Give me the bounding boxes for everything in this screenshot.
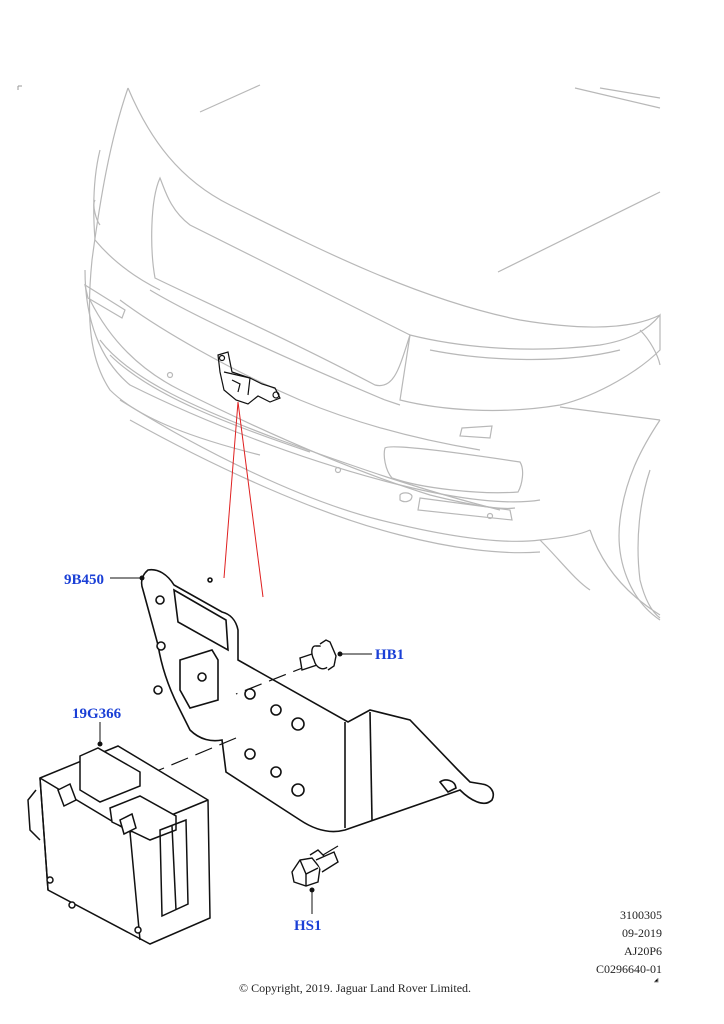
bolt-hb1 <box>299 639 337 671</box>
callout-dots <box>97 575 343 893</box>
vehicle-rear-outline <box>84 84 661 621</box>
callout-9b450[interactable]: 9B450 <box>64 572 105 588</box>
callout-hb1[interactable]: HB1 <box>375 647 405 663</box>
ref-number: 3100305 <box>620 908 662 922</box>
drawing-code: AJ20P6 <box>623 944 662 958</box>
bracket-9b450 <box>140 568 495 833</box>
callout-hs1[interactable]: HS1 <box>294 918 322 934</box>
camera-location <box>217 351 281 405</box>
copyright-notice: © Copyright, 2019. Jaguar Land Rover Lim… <box>238 981 472 995</box>
callout-19g366[interactable]: 19G366 <box>72 706 122 722</box>
module-19g366 <box>27 745 211 945</box>
drawing-date: 09-2019 <box>622 926 662 940</box>
drawing-info: 3100305 09-2019 AJ20P6 C0296640-01 <box>596 906 662 978</box>
callout-leaders <box>99 577 372 914</box>
leader-lines <box>223 401 264 598</box>
illustration-id: C0296640-01 <box>596 962 662 976</box>
bolt-hs1 <box>291 849 339 887</box>
corner-marks <box>17 85 659 983</box>
